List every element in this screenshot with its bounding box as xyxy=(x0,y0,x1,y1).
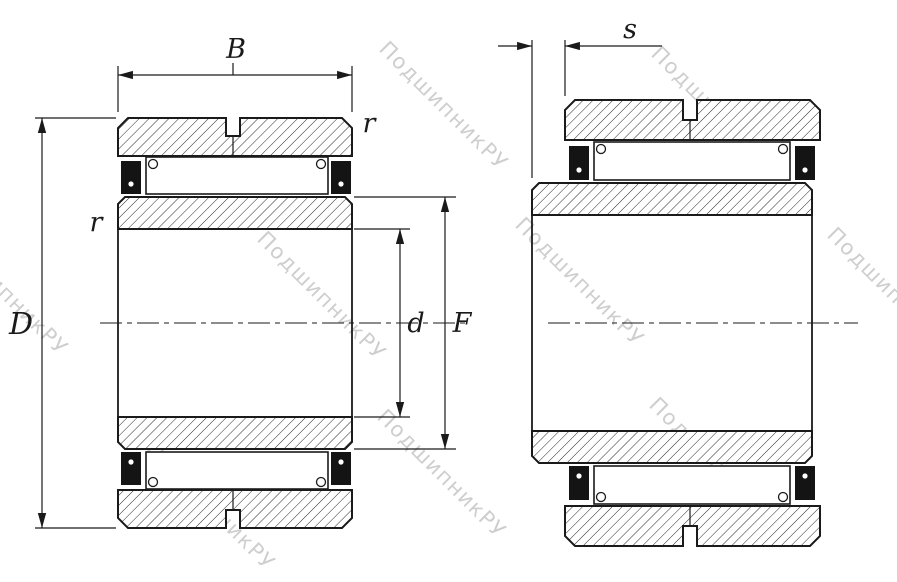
seal-left-bottom xyxy=(121,452,141,485)
seal-right-bottom xyxy=(331,452,351,485)
cage-pin-icon xyxy=(777,143,789,155)
seal-right-top xyxy=(795,146,815,180)
outer-ring-bottom-section xyxy=(117,489,353,529)
needle-roller-row-top xyxy=(593,141,791,181)
seal-left-top xyxy=(121,161,141,194)
cage-pin-icon xyxy=(315,476,327,488)
seal-lip-dot xyxy=(802,167,808,173)
watermark-text: ПодшипникРУ xyxy=(822,223,897,361)
outer-ring-bottom-section xyxy=(564,505,821,547)
cage-pin-icon xyxy=(147,158,159,170)
needle-roller-row-bottom xyxy=(145,451,329,490)
watermark-text: ПодшипникРУ xyxy=(372,405,510,543)
dimension-layer: B r r D d F s xyxy=(8,14,662,529)
dim-label-r-inner: r xyxy=(90,207,105,238)
seal-right-top xyxy=(331,161,351,194)
dim-label-r-outer: r xyxy=(363,108,378,139)
seal-lip-dot xyxy=(338,459,344,465)
cage-pin-icon xyxy=(147,476,159,488)
dim-label-D: D xyxy=(8,307,33,342)
seal-lip-dot xyxy=(576,167,582,173)
seal-lip-dot xyxy=(576,473,582,479)
dim-label-B: B xyxy=(225,34,246,65)
watermark-text: ПодшипникРУ xyxy=(252,227,390,365)
cage-pin-icon xyxy=(595,143,607,155)
seal-left-bottom xyxy=(569,466,589,500)
dim-label-F: F xyxy=(452,308,473,339)
seal-right-bottom xyxy=(795,466,815,500)
inner-ring-top-section xyxy=(531,182,813,216)
dim-label-s: s xyxy=(623,14,637,45)
cage-pin-icon xyxy=(777,491,789,503)
cage-pin-icon xyxy=(315,158,327,170)
cage-pin-icon xyxy=(595,491,607,503)
right-bearing-view xyxy=(531,99,858,547)
inner-ring-top-section xyxy=(117,196,353,230)
outer-ring-top-section xyxy=(117,117,353,157)
seal-lip-dot xyxy=(338,181,344,187)
left-bearing-view xyxy=(100,117,470,529)
needle-roller-row-bottom xyxy=(593,465,791,505)
dim-label-d: d xyxy=(407,308,424,339)
seal-lip-dot xyxy=(128,181,134,187)
needle-roller-row-top xyxy=(145,156,329,195)
seal-lip-dot xyxy=(802,473,808,479)
seal-left-top xyxy=(569,146,589,180)
seal-lip-dot xyxy=(128,459,134,465)
watermark-text: ПодшипникРУ xyxy=(374,37,512,175)
outer-ring-top-section xyxy=(564,99,821,141)
inner-ring-bottom-section xyxy=(531,430,813,464)
inner-ring-bottom-section xyxy=(117,416,353,450)
